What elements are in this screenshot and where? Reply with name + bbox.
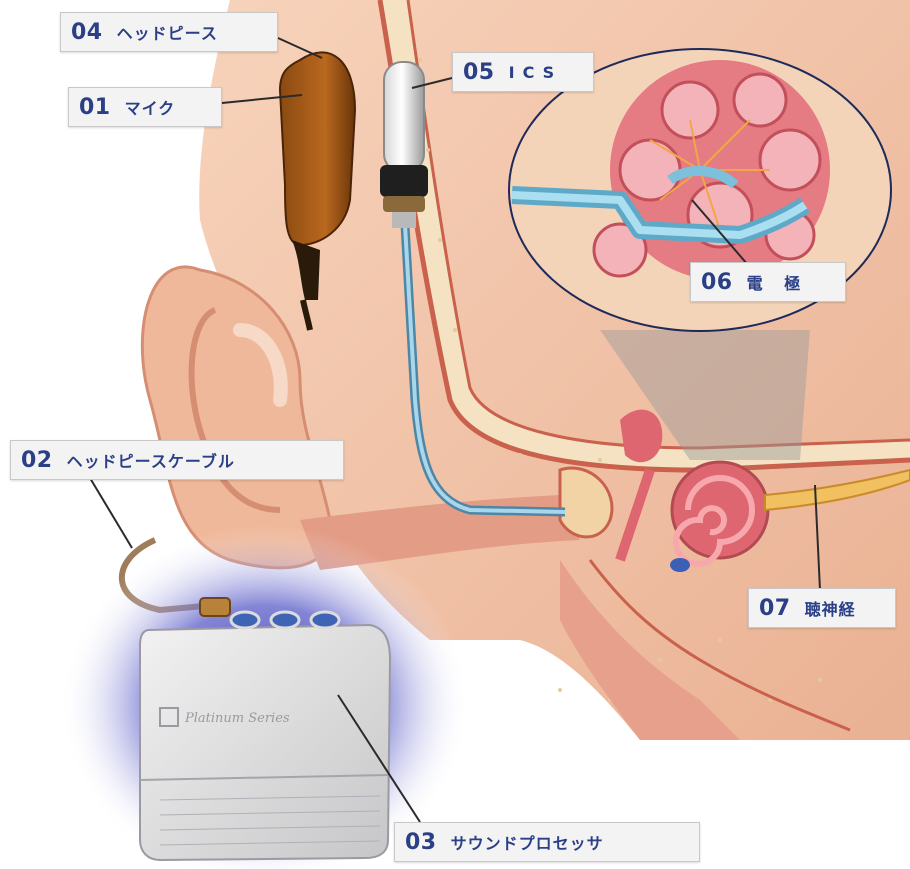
label-number: 05 [463,60,495,85]
label-03-sound-processor: 03 サウンドプロセッサ [394,822,700,862]
label-02-headpiece-cable: 02 ヘッドピースケーブル [10,440,344,480]
label-number: 02 [21,448,53,473]
label-text: ヘッドピースケーブル [67,448,235,472]
label-number: 03 [405,830,437,855]
processor-brand: Platinum Series [184,711,290,726]
sound-processor: Platinum Series [140,598,390,860]
label-text: ICS [509,63,563,82]
label-01-microphone: 01 マイク [68,87,222,127]
label-text: サウンドプロセッサ [451,830,604,854]
label-text: ヘッドピース [117,20,218,44]
label-number: 07 [759,596,791,621]
label-number: 04 [71,20,103,45]
label-text: 聴神経 [805,596,856,620]
label-text: 電 極 [747,270,809,294]
label-06-electrode: 06 電 極 [690,262,846,302]
label-07-auditory-nerve: 07 聴神経 [748,588,896,628]
label-number: 06 [701,270,733,295]
label-text: マイク [125,95,176,119]
label-05-ics: 05 ICS [452,52,594,92]
label-04-headpiece: 04 ヘッドピース [60,12,278,52]
label-number: 01 [79,95,111,120]
